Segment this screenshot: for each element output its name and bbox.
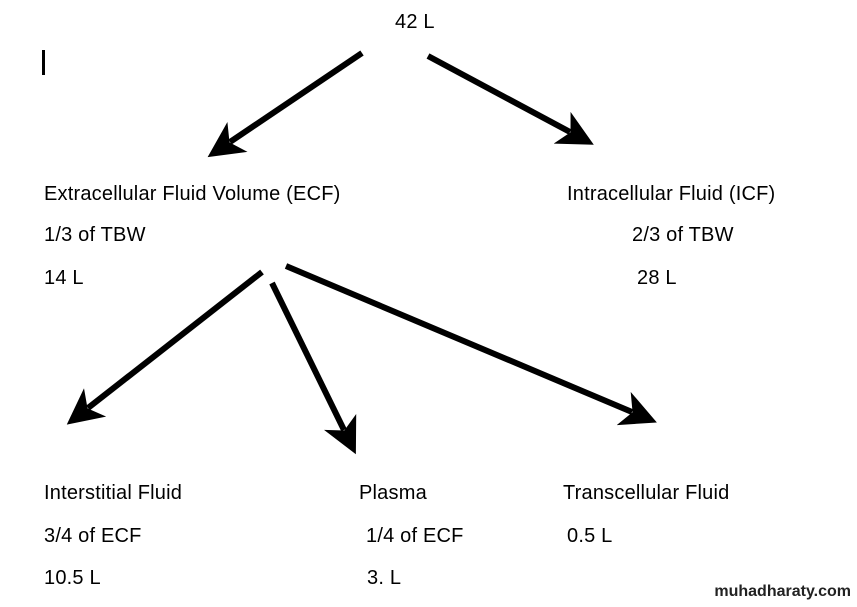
plasma-volume: 3. L bbox=[367, 567, 402, 589]
ecf-title: Extracellular Fluid Volume (ECF) bbox=[44, 183, 341, 205]
plasma-fraction: 1/4 of ECF bbox=[366, 525, 464, 547]
arrow-ecf-to-plasma bbox=[269, 281, 357, 455]
plasma-title: Plasma bbox=[359, 482, 427, 504]
interstitial-volume: 10.5 L bbox=[44, 567, 101, 589]
arrow-total-to-icf bbox=[426, 53, 594, 145]
ecf-fraction: 1/3 of TBW bbox=[44, 224, 146, 246]
transcellular-volume: 0.5 L bbox=[567, 525, 613, 547]
ecf-volume: 14 L bbox=[44, 267, 84, 289]
icf-title: Intracellular Fluid (ICF) bbox=[567, 183, 776, 205]
site-watermark: muhadharaty.com bbox=[714, 583, 851, 600]
total-volume-label: 42 L bbox=[395, 11, 435, 33]
arrow-ecf-to-transcellular bbox=[284, 263, 657, 426]
icf-volume: 28 L bbox=[637, 267, 677, 289]
interstitial-fraction: 3/4 of ECF bbox=[44, 525, 142, 547]
arrow-ecf-to-interstitial bbox=[66, 269, 264, 425]
text-cursor-mark bbox=[42, 50, 45, 75]
icf-fraction: 2/3 of TBW bbox=[632, 224, 734, 246]
interstitial-title: Interstitial Fluid bbox=[44, 482, 183, 504]
transcellular-title: Transcellular Fluid bbox=[563, 482, 730, 504]
arrow-total-to-ecf bbox=[207, 50, 364, 158]
